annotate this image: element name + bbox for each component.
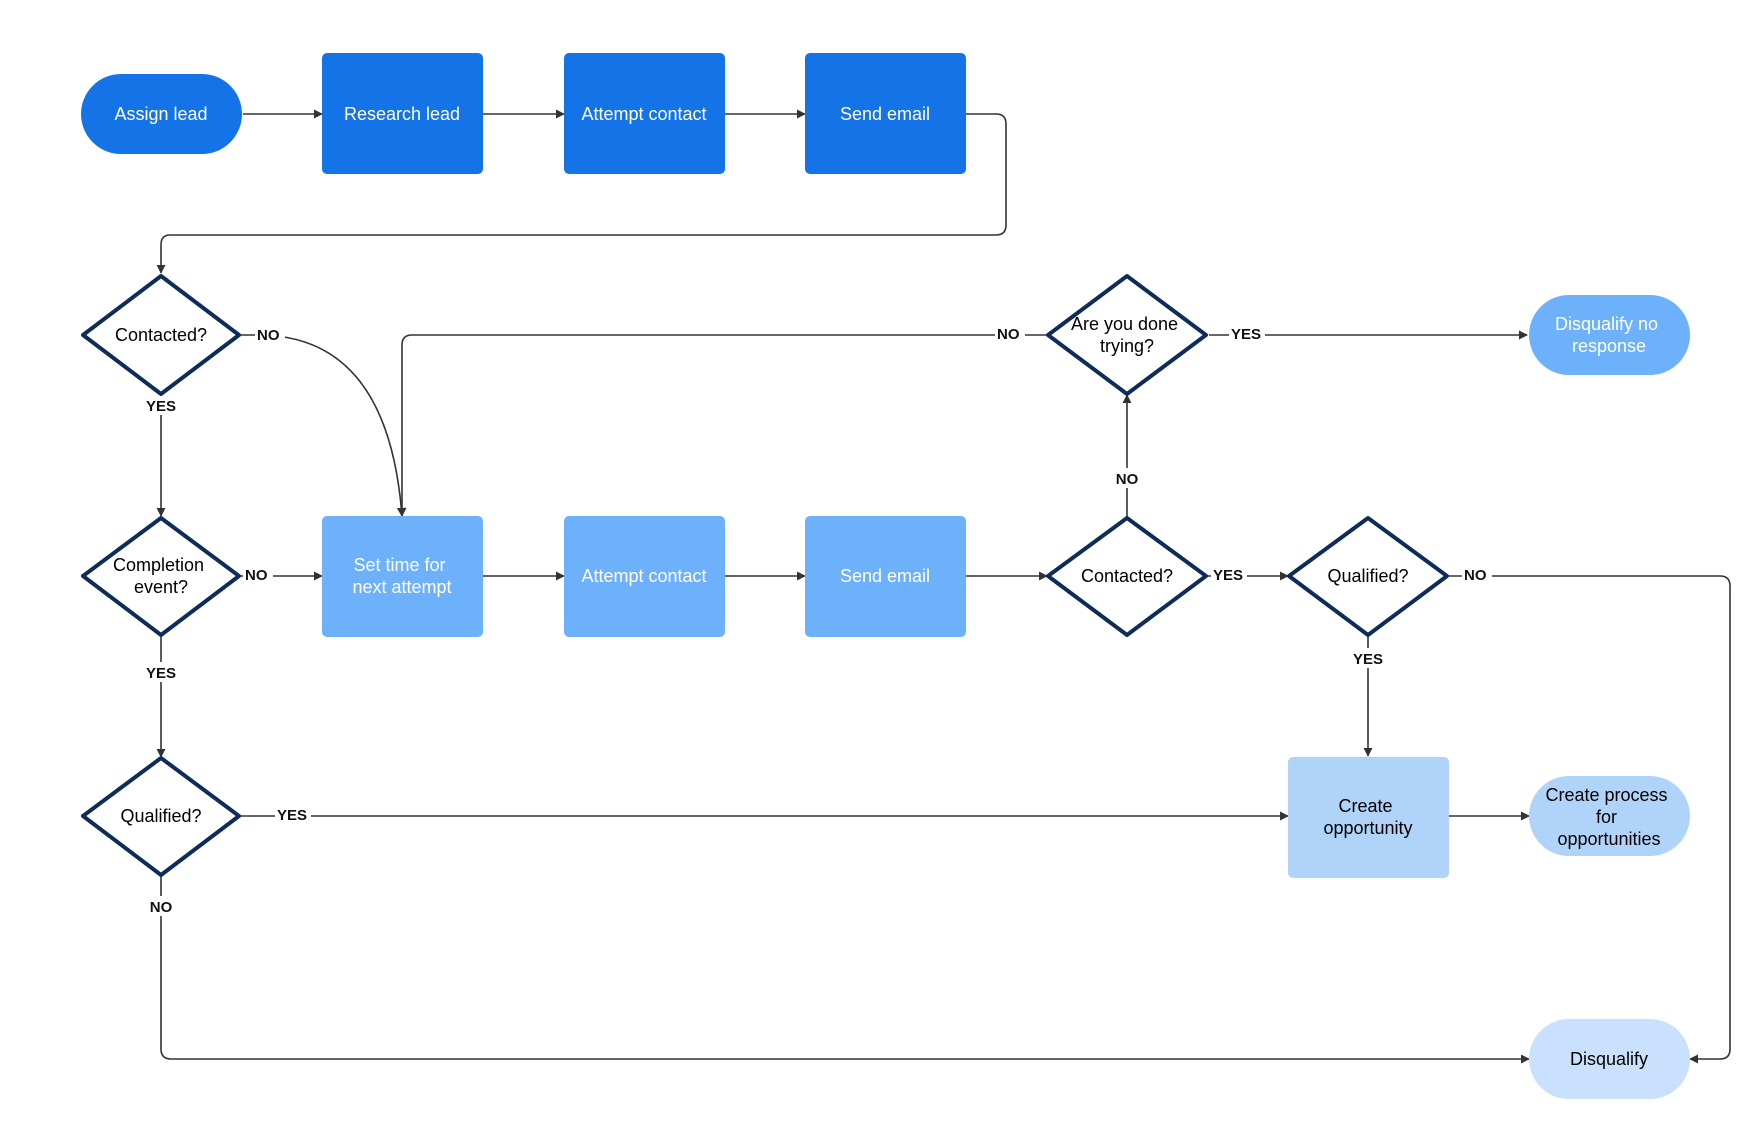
edge-contacted1-no-to-settime[interactable] — [240, 334, 406, 517]
label-done-yes: YES — [1231, 326, 1261, 343]
node-create-process[interactable]: Create process for opportunities — [1529, 776, 1690, 856]
node-send-email-2[interactable]: Send email — [805, 516, 966, 637]
label-completion-yes: YES — [146, 665, 176, 682]
node-disqualify[interactable]: Disqualify — [1529, 1019, 1690, 1099]
label-qualified2-no: NO — [1464, 567, 1487, 584]
node-attempt-contact-2[interactable]: Attempt contact — [564, 516, 725, 637]
node-label: Send email — [840, 104, 930, 124]
node-label: Attempt contact — [581, 104, 706, 124]
node-create-opportunity[interactable]: Create opportunity — [1288, 757, 1449, 878]
node-label: Create opportunity — [1323, 796, 1412, 838]
label-contacted2-yes: YES — [1213, 567, 1243, 584]
decision-done-trying[interactable]: Are you done trying? — [1046, 274, 1208, 396]
label-contacted1-yes: YES — [146, 398, 176, 415]
decision-contacted-1[interactable]: Contacted? — [81, 274, 241, 396]
edge-qualified2-no-to-disqualify[interactable] — [1449, 575, 1731, 1064]
node-label: Research lead — [344, 104, 460, 124]
decision-contacted-2[interactable]: Contacted? — [1046, 516, 1208, 637]
edge-qualified1-no-to-disqualify[interactable] — [160, 875, 1530, 1064]
node-label: Attempt contact — [581, 566, 706, 586]
label-qualified1-no: NO — [150, 899, 173, 916]
node-disqualify-no-response[interactable]: Disqualify no response — [1529, 295, 1690, 375]
node-assign-lead[interactable]: Assign lead — [81, 74, 242, 154]
label-contacted2-no: NO — [1116, 471, 1139, 488]
node-label: Contacted? — [115, 325, 207, 345]
node-set-time[interactable]: Set time for next attempt — [322, 516, 483, 637]
node-label: Qualified? — [120, 806, 201, 826]
label-qualified2-yes: YES — [1353, 651, 1383, 668]
decision-qualified-2[interactable]: Qualified? — [1287, 516, 1449, 637]
node-send-email-1[interactable]: Send email — [805, 53, 966, 174]
node-attempt-contact-1[interactable]: Attempt contact — [564, 53, 725, 174]
node-label: Send email — [840, 566, 930, 586]
label-done-no: NO — [997, 326, 1020, 343]
node-label: Assign lead — [114, 104, 207, 124]
edge-labels: NO YES NO YES NO YES NO YES NO YES YES N… — [143, 323, 1492, 916]
label-completion-no: NO — [245, 567, 268, 584]
node-research-lead[interactable]: Research lead — [322, 53, 483, 174]
label-contacted1-no: NO — [257, 327, 280, 344]
node-label: Are you done trying? — [1071, 314, 1183, 356]
node-label: Contacted? — [1081, 566, 1173, 586]
node-label: Set time for next attempt — [352, 555, 451, 597]
node-label: Completion event? — [113, 555, 209, 597]
node-label: Disqualify no response — [1555, 314, 1663, 356]
node-label: Qualified? — [1327, 566, 1408, 586]
node-label: Create process for opportunities — [1545, 785, 1672, 849]
edge-done-no-to-settime[interactable] — [397, 334, 1049, 517]
decision-qualified-1[interactable]: Qualified? — [81, 756, 241, 877]
decision-completion-event[interactable]: Completion event? — [81, 516, 241, 637]
edge-email-to-contacted[interactable] — [156, 113, 1007, 274]
label-qualified1-yes: YES — [277, 807, 307, 824]
node-label: Disqualify — [1570, 1049, 1648, 1069]
